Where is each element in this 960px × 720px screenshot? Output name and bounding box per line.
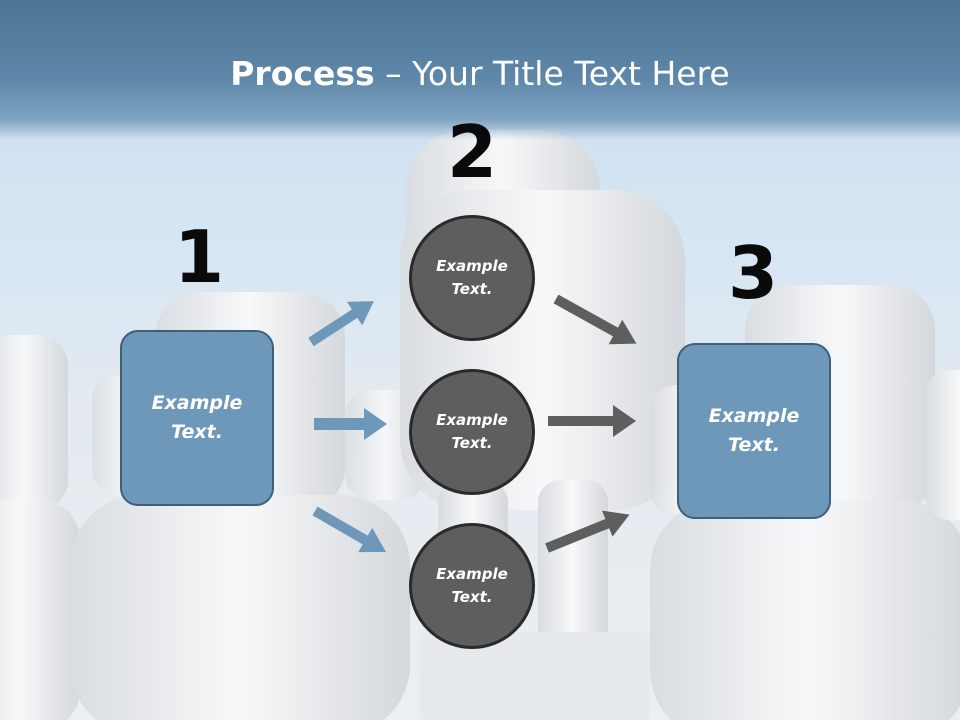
step-number-3: 3: [727, 231, 779, 315]
step-1-box[interactable]: Example Text.: [120, 330, 274, 506]
step-3-text-line2: Text.: [728, 434, 780, 456]
title-rest: – Your Title Text Here: [374, 54, 730, 93]
circle-top-line1: Example: [436, 257, 508, 275]
step-1-text-line1: Example: [151, 392, 243, 414]
blue-arrow-down: [312, 506, 387, 553]
circle-bottom-line1: Example: [436, 565, 508, 583]
circle-top-line2: Text.: [451, 280, 493, 298]
step-number-1: 1: [173, 215, 225, 299]
blue-arrow-right: [314, 408, 387, 440]
step-2-circle-top[interactable]: Example Text.: [409, 215, 535, 341]
gray-arrow-down: [553, 294, 637, 345]
title-bold: Process: [230, 54, 375, 93]
gray-arrow-right: [548, 405, 636, 437]
circle-middle-line2: Text.: [451, 434, 493, 452]
step-2-circle-bottom[interactable]: Example Text.: [409, 523, 535, 649]
circle-middle-line1: Example: [436, 411, 508, 429]
step-number-2: 2: [446, 110, 498, 194]
step-1-text-line2: Text.: [171, 421, 223, 443]
gray-arrow-up: [545, 510, 630, 553]
slide-title[interactable]: Process – Your Title Text Here: [0, 52, 960, 96]
circle-bottom-line2: Text.: [451, 588, 493, 606]
step-3-text-line1: Example: [708, 405, 800, 427]
title-banner: [0, 0, 960, 140]
step-3-box[interactable]: Example Text.: [677, 343, 831, 519]
blue-arrow-up: [308, 301, 374, 347]
step-2-circle-middle[interactable]: Example Text.: [409, 369, 535, 495]
